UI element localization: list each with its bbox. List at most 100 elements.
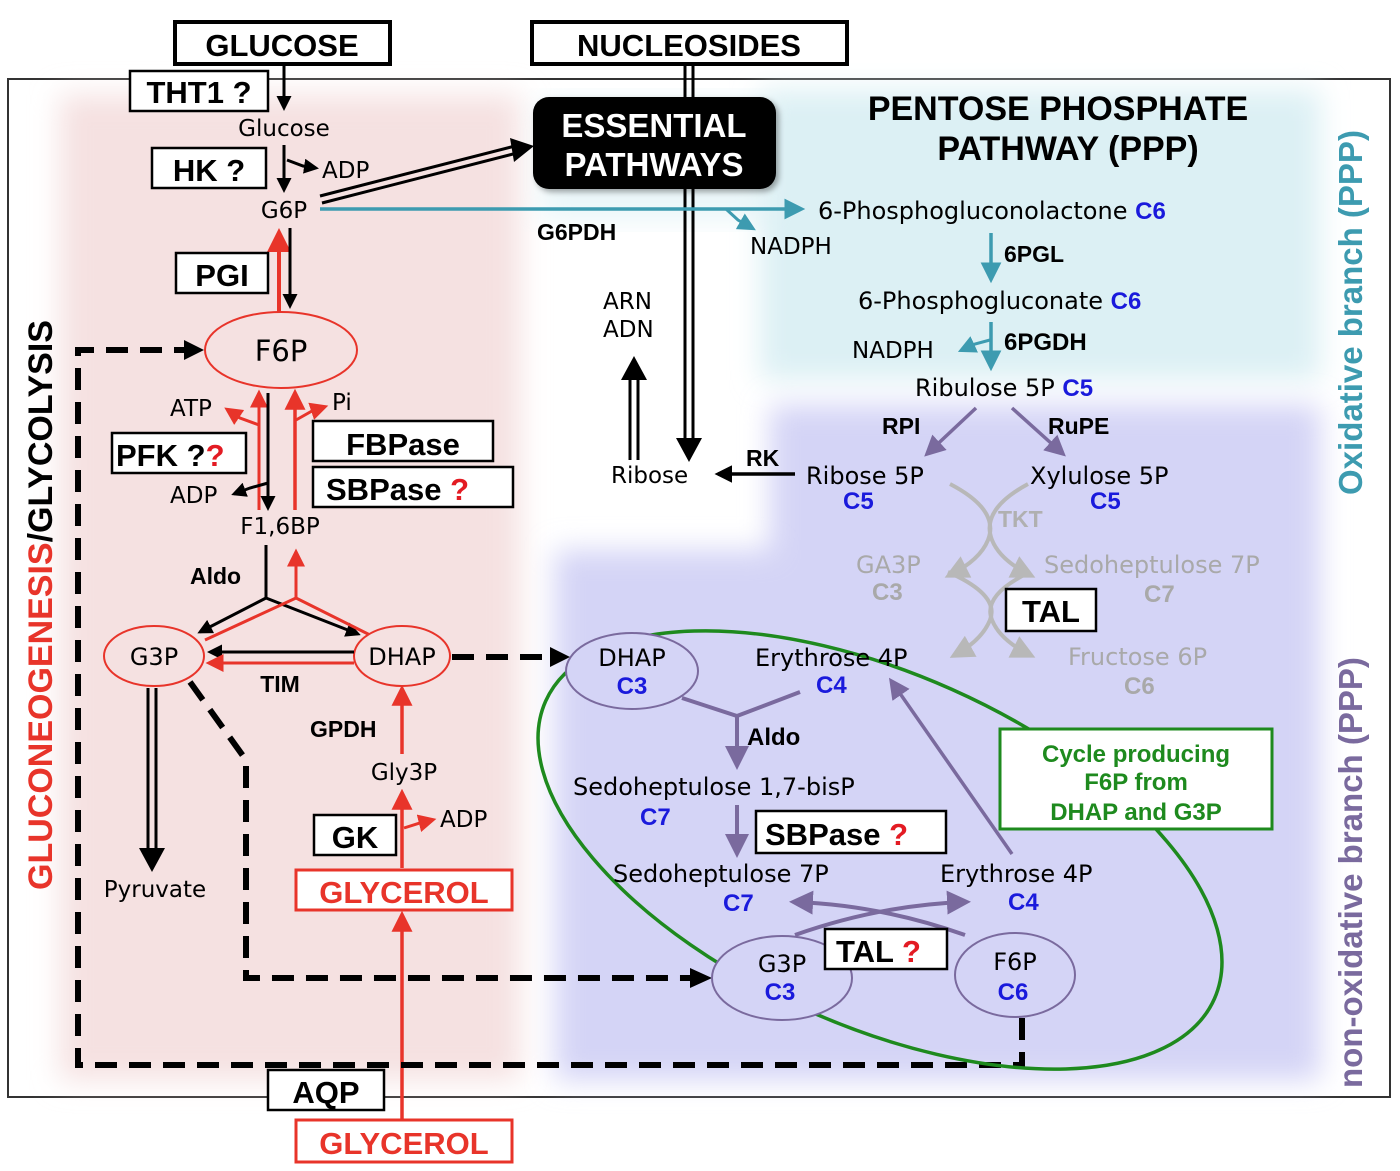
f6p-node xyxy=(204,311,358,389)
svg-text:6PGL: 6PGL xyxy=(1004,241,1064,267)
svg-text:C5: C5 xyxy=(843,488,874,515)
svg-text:GLYCEROL: GLYCEROL xyxy=(319,1126,488,1161)
svg-text:GPDH: GPDH xyxy=(310,716,376,742)
glucose-box: GLUCOSE xyxy=(173,20,392,66)
fbpase-box: FBPase xyxy=(311,419,495,463)
svg-text:GLYCEROL: GLYCEROL xyxy=(319,875,488,910)
svg-text:AQP: AQP xyxy=(292,1075,359,1110)
svg-text:Sedoheptulose 1,7-bisP: Sedoheptulose 1,7-bisP xyxy=(573,773,855,801)
svg-text:Erythrose 4P: Erythrose 4P xyxy=(940,860,1093,888)
svg-text:ESSENTIAL: ESSENTIAL xyxy=(561,107,746,144)
svg-text:ADP: ADP xyxy=(440,807,487,833)
cycle-g3p-node xyxy=(711,935,853,1021)
ppp-title: PENTOSE PHOSPHATE xyxy=(868,90,1248,128)
svg-text:F6P: F6P xyxy=(993,948,1037,976)
svg-text:F6P from: F6P from xyxy=(1084,769,1188,796)
svg-text:PFK ??: PFK ?? xyxy=(116,438,225,473)
svg-text:Cycle producing: Cycle producing xyxy=(1042,741,1230,768)
svg-text:Sedoheptulose 7P: Sedoheptulose 7P xyxy=(613,860,829,888)
svg-text:SBPase ?: SBPase ? xyxy=(765,817,908,852)
oxidative-region xyxy=(760,90,1320,380)
g3p-node xyxy=(103,625,205,687)
svg-text:F1,6BP: F1,6BP xyxy=(240,514,320,540)
pfk-box: PFK ?? xyxy=(110,431,248,475)
svg-text:GA3P: GA3P xyxy=(856,551,921,579)
svg-text:NUCLEOSIDES: NUCLEOSIDES xyxy=(577,28,801,63)
svg-text:C3: C3 xyxy=(617,673,648,700)
svg-text:DHAP: DHAP xyxy=(368,643,435,671)
svg-text:RK: RK xyxy=(746,445,780,471)
svg-text:DHAP: DHAP xyxy=(598,644,665,672)
tal-box-cycle: TAL ? xyxy=(823,927,949,971)
svg-text:ADN: ADN xyxy=(603,317,654,343)
nucleosides-box: NUCLEOSIDES xyxy=(530,20,849,66)
svg-text:6-Phosphogluconolactone C6: 6-Phosphogluconolactone C6 xyxy=(818,197,1166,225)
svg-text:Sedoheptulose 7P: Sedoheptulose 7P xyxy=(1044,551,1260,579)
svg-text:C6: C6 xyxy=(998,979,1029,1006)
svg-text:G6PDH: G6PDH xyxy=(537,219,616,245)
svg-text:TKT: TKT xyxy=(998,506,1043,532)
svg-text:HK ?: HK ? xyxy=(173,153,245,188)
svg-text:G6P: G6P xyxy=(261,198,307,224)
nonoxidative-region xyxy=(555,405,1320,1080)
svg-text:G3P: G3P xyxy=(130,643,178,671)
svg-text:C3: C3 xyxy=(765,979,796,1006)
svg-text:Erythrose 4P: Erythrose 4P xyxy=(755,644,908,672)
svg-text:6PGDH: 6PGDH xyxy=(1004,329,1087,356)
glycerol-outside-box: GLYCEROL xyxy=(294,1118,514,1164)
svg-text:Glucose: Glucose xyxy=(238,116,330,142)
svg-text:TAL: TAL xyxy=(1022,594,1080,629)
svg-text:Ribose 5P: Ribose 5P xyxy=(806,462,924,490)
svg-text:Xylulose 5P: Xylulose 5P xyxy=(1030,462,1169,490)
tal-box-top: TAL xyxy=(1004,587,1098,633)
svg-text:Ribose: Ribose xyxy=(611,463,688,489)
arrow-to-ribose xyxy=(676,438,702,462)
oxidative-branch-label: Oxidative branch (PPP) xyxy=(1332,130,1369,495)
cycle-caption-box: Cycle producing F6P from DHAP and G3P xyxy=(998,727,1274,831)
svg-text:G3P: G3P xyxy=(758,950,806,978)
essential-pathways-box: ESSENTIAL PATHWAYS xyxy=(533,97,776,189)
gk-box: GK xyxy=(312,813,398,857)
svg-text:NADPH: NADPH xyxy=(852,338,934,364)
svg-text:PGI: PGI xyxy=(195,258,248,293)
svg-text:TIM: TIM xyxy=(260,671,300,697)
svg-text:F6P: F6P xyxy=(255,334,308,368)
svg-text:ATP: ATP xyxy=(170,396,212,422)
aqp-box: AQP xyxy=(266,1068,386,1112)
dashed-flux-lines xyxy=(75,347,1025,1068)
svg-text:GK: GK xyxy=(332,820,379,855)
glycerol-inside-box: GLYCEROL xyxy=(294,868,514,912)
svg-text:C3: C3 xyxy=(872,579,903,606)
svg-text:Gly3P: Gly3P xyxy=(371,760,437,786)
svg-text:RuPE: RuPE xyxy=(1048,413,1109,439)
nonoxidative-branch-label: non-oxidative branch (PPP) xyxy=(1332,657,1369,1088)
svg-text:PATHWAYS: PATHWAYS xyxy=(564,146,743,183)
tht1-box: THT1 ? xyxy=(128,69,270,113)
svg-text:ARN: ARN xyxy=(603,289,652,315)
svg-text:C7: C7 xyxy=(723,890,754,917)
svg-text:Aldo: Aldo xyxy=(747,724,800,751)
svg-text:RPI: RPI xyxy=(882,413,920,439)
svg-text:Ribulose 5P C5: Ribulose 5P C5 xyxy=(915,374,1093,402)
hk-box: HK ? xyxy=(150,146,268,190)
svg-text:DHAP and G3P: DHAP and G3P xyxy=(1050,799,1222,826)
cycle-f6p-node xyxy=(954,932,1076,1018)
svg-text:C7: C7 xyxy=(1144,581,1175,608)
svg-text:NADPH: NADPH xyxy=(750,234,832,260)
svg-text:ADP: ADP xyxy=(322,158,369,184)
svg-text:6-Phosphogluconate C6: 6-Phosphogluconate C6 xyxy=(858,287,1141,315)
svg-text:C5: C5 xyxy=(1090,488,1121,515)
svg-text:C7: C7 xyxy=(640,804,671,831)
gluconeogenesis-label: GLUCONEOGENESIS/GLYCOLYSIS xyxy=(22,320,60,890)
svg-text:Pyruvate: Pyruvate xyxy=(104,877,206,903)
svg-text:FBPase: FBPase xyxy=(346,427,460,462)
svg-text:Pi: Pi xyxy=(332,390,352,416)
svg-text:C4: C4 xyxy=(816,672,847,699)
sbpase-box-cycle: SBPase ? xyxy=(754,809,948,855)
cycle-dhap-node xyxy=(565,632,699,710)
svg-text:SBPase ?: SBPase ? xyxy=(326,472,469,507)
svg-text:ADP: ADP xyxy=(170,483,217,509)
svg-text:GLUCOSE: GLUCOSE xyxy=(205,28,358,63)
svg-text:THT1 ?: THT1 ? xyxy=(146,75,251,110)
